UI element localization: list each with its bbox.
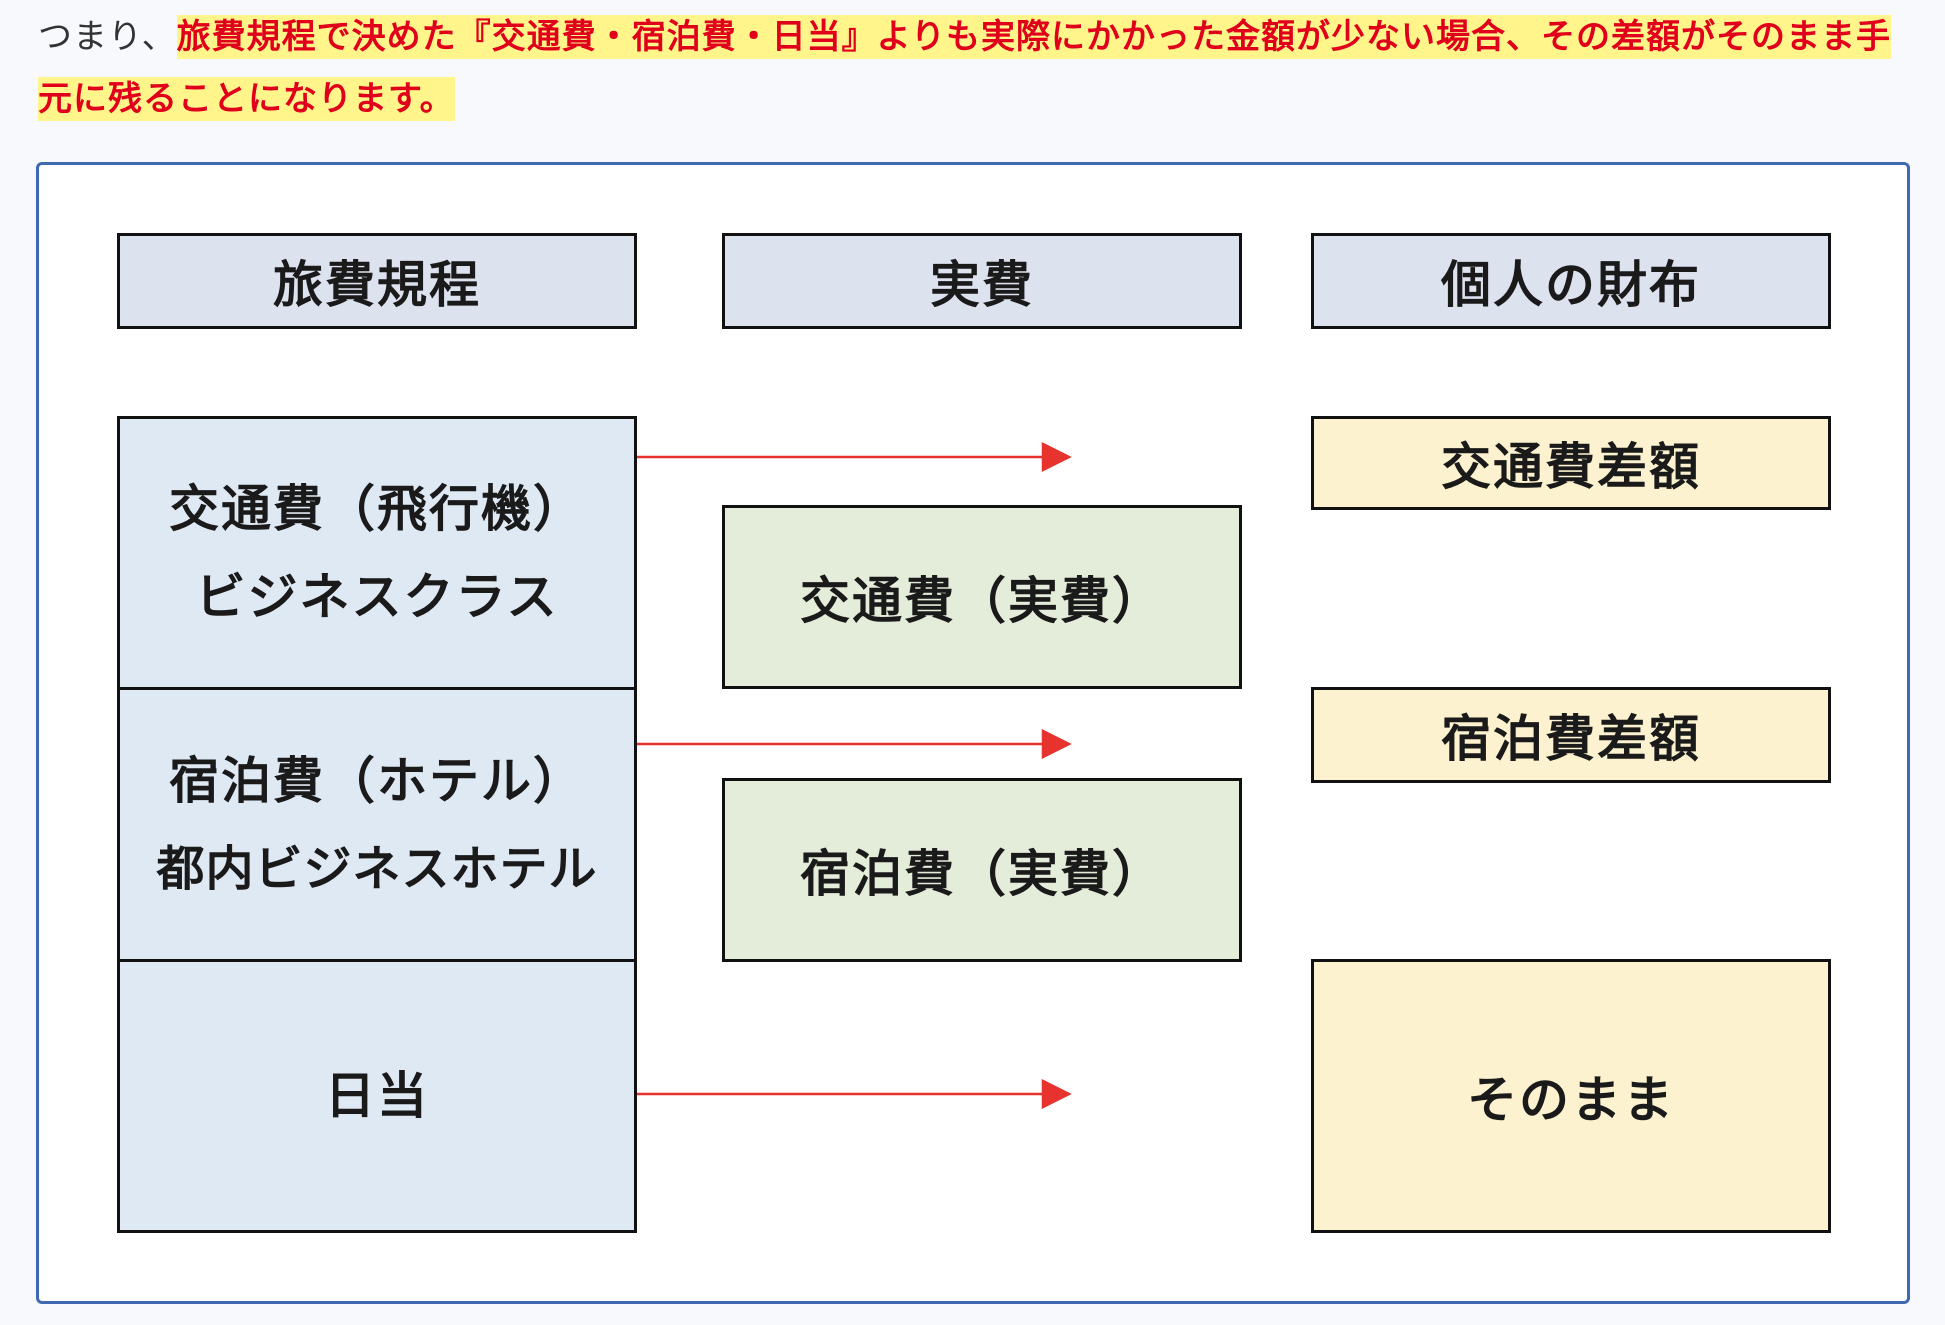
actual-lodging-box: 宿泊費（実費） bbox=[722, 778, 1242, 962]
header-wallet: 個人の財布 bbox=[1311, 233, 1831, 329]
wallet-as-is-label: そのまま bbox=[1467, 1071, 1675, 1129]
arrowhead-daily-as-is bbox=[1041, 1078, 1072, 1110]
wallet-as-is-box: そのまま bbox=[1311, 959, 1831, 1233]
actual-transport-label: 交通費（実費） bbox=[800, 572, 1164, 630]
rule-daily-box: 日当 bbox=[117, 959, 637, 1233]
wallet-transport-diff-box: 交通費差額 bbox=[1311, 416, 1831, 510]
diagram-frame: 旅費規程 実費 個人の財布 交通費（飛行機） ビジネスクラス 宿泊費（ホテル） … bbox=[36, 162, 1910, 1304]
rule-transport-line1: 交通費（飛行機） bbox=[169, 480, 585, 538]
rule-daily-label: 日当 bbox=[325, 1067, 429, 1125]
arrowhead-lodging-diff bbox=[1041, 728, 1072, 760]
header-wallet-label: 個人の財布 bbox=[1441, 256, 1701, 314]
rule-lodging-line2: 都内ビジネスホテル bbox=[156, 840, 598, 897]
intro-lead-text: つまり、 bbox=[38, 17, 177, 57]
actual-lodging-label: 宿泊費（実費） bbox=[800, 845, 1164, 903]
arrowhead-transport-diff bbox=[1041, 441, 1072, 473]
rule-transport-box: 交通費（飛行機） ビジネスクラス bbox=[117, 416, 637, 690]
wallet-lodging-diff-label: 宿泊費差額 bbox=[1441, 710, 1701, 768]
header-actual: 実費 bbox=[722, 233, 1242, 329]
header-rules: 旅費規程 bbox=[117, 233, 637, 329]
rule-lodging-box: 宿泊費（ホテル） 都内ビジネスホテル bbox=[117, 687, 637, 962]
rule-transport-line2: ビジネスクラス bbox=[195, 568, 559, 626]
intro-highlighted-text: 旅費規程で決めた『交通費・宿泊費・日当』よりも実際にかかった金額が少ない場合、そ… bbox=[38, 15, 1891, 121]
actual-transport-box: 交通費（実費） bbox=[722, 505, 1242, 689]
header-rules-label: 旅費規程 bbox=[273, 256, 481, 314]
wallet-lodging-diff-box: 宿泊費差額 bbox=[1311, 687, 1831, 783]
header-actual-label: 実費 bbox=[930, 256, 1034, 314]
intro-paragraph: つまり、旅費規程で決めた『交通費・宿泊費・日当』よりも実際にかかった金額が少ない… bbox=[38, 6, 1918, 130]
rule-lodging-line1: 宿泊費（ホテル） bbox=[169, 751, 585, 810]
wallet-transport-diff-label: 交通費差額 bbox=[1441, 438, 1701, 496]
